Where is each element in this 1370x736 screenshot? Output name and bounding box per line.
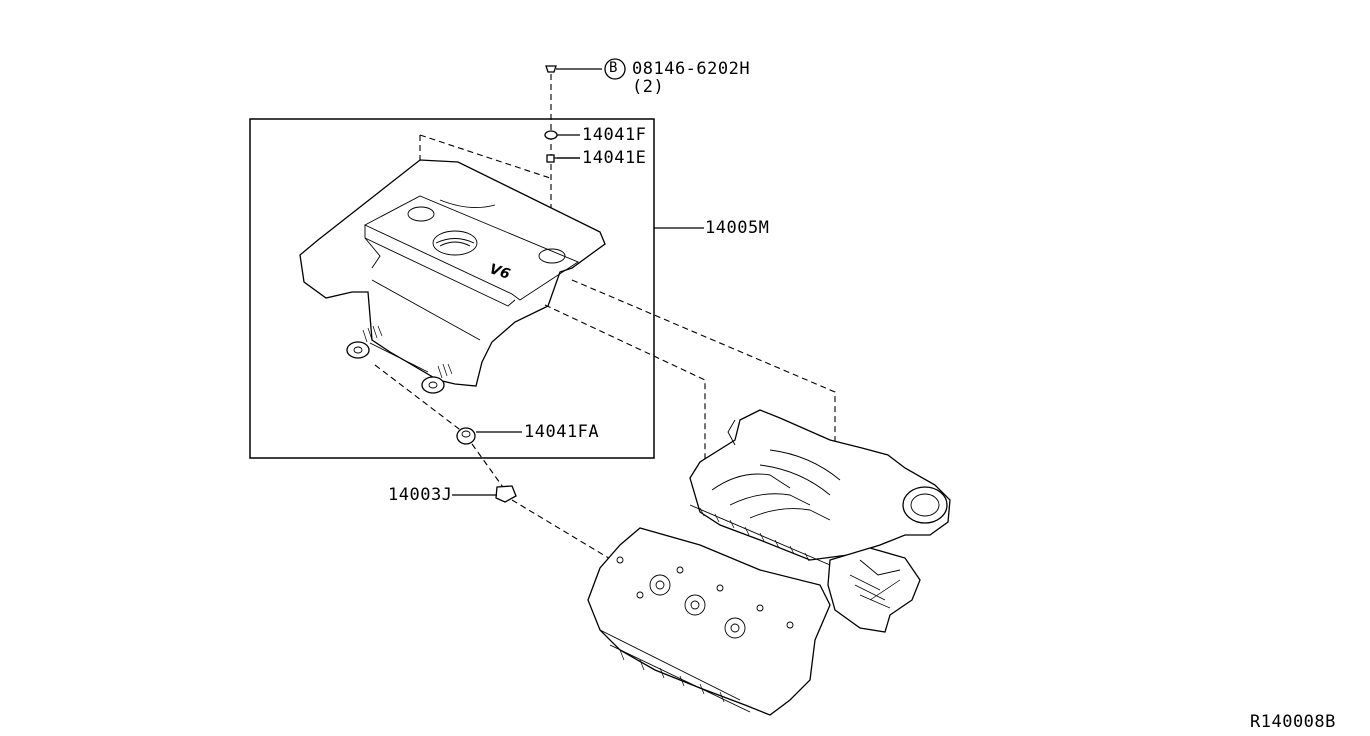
bolt-b-marker: [604, 58, 626, 80]
grommet-lower-part: [456, 427, 522, 445]
bolt-marker-label: B: [609, 60, 618, 76]
bolt-qty-label: (2): [632, 77, 665, 97]
bolt: [545, 65, 602, 73]
cover-badge: V6: [487, 261, 512, 283]
diagram-code: R140008B: [1250, 712, 1336, 732]
grommet-upper-part: [544, 130, 580, 140]
collar-label: 14041E: [582, 148, 647, 168]
bolt-part-label: 08146-6202H: [632, 59, 751, 79]
grommet-upper-label: 14041F: [582, 125, 647, 145]
grommet-lower-label: 14041FA: [524, 422, 600, 442]
engine-cover: [299, 134, 606, 394]
engine-assembly: [587, 409, 951, 716]
bracket-part: [452, 485, 517, 503]
bracket-label: 14003J: [388, 485, 453, 505]
cover-assembly-frame: [249, 118, 655, 459]
engine-cover-label: 14005M: [705, 218, 770, 238]
